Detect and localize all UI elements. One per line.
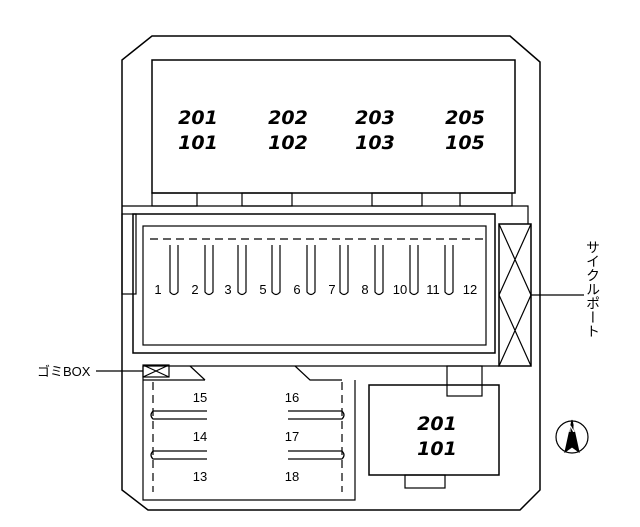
lower-parking-divider [150,410,207,420]
unit-upper-2: 202 [268,107,308,129]
parking-divider [444,245,454,296]
lower-parking-divider [288,410,345,420]
main-parking-outer [132,213,496,354]
unit-upper-1: 201 [178,107,218,129]
annex-unit-lower: 101 [417,438,457,460]
unit-lower-3: 103 [355,132,395,154]
site-boundary [121,35,541,511]
parking-space-number: 16 [285,390,299,405]
parking-divider [271,245,281,296]
parking-space-number: 12 [463,282,477,297]
parking-divider [306,245,316,296]
parking-divider [409,245,419,296]
parking-divider [374,245,384,296]
parking-space-number: 1 [154,282,161,297]
parking-divider [169,245,179,296]
bicycle-port-cross [498,223,532,367]
drive-aisle-top [122,205,529,224]
unit-lower-4: 105 [445,132,485,154]
annex-entrance [446,365,483,397]
building-annex-3 [371,192,423,207]
unit-lower-1: 101 [178,132,218,154]
north-label: N [569,424,576,434]
main-parking-numbers: 1 2 3 5 6 7 8 10 11 12 [154,282,477,297]
parking-space-number: 17 [285,429,299,444]
parking-space-number: 6 [293,282,300,297]
unit-upper-4: 205 [445,107,485,129]
left-wall [121,213,137,295]
main-building-units: 201 101 202 102 203 103 205 105 [178,107,485,154]
parking-space-number: 18 [285,469,299,484]
annex-unit-upper: 201 [417,413,457,435]
lower-parking-divider [288,450,345,460]
parking-divider [237,245,247,296]
parking-divider [339,245,349,296]
parking-space-number: 11 [426,282,440,297]
annex-step [404,474,446,489]
main-parking-inner [142,225,487,346]
parking-space-number: 3 [224,282,231,297]
north-arrow-icon: N [555,419,589,454]
lower-parking-boundary [142,366,356,501]
parking-space-number: 5 [259,282,266,297]
building-annex-4 [459,192,513,207]
parking-divider [204,245,214,296]
building-annex-1 [151,192,198,207]
parking-space-number: 7 [328,282,335,297]
parking-space-number: 10 [393,282,407,297]
parking-space-number: 14 [193,429,207,444]
lower-ramp [189,365,342,381]
garbage-box-label: ゴミBOX [37,364,91,379]
lower-parking-divider [150,450,207,460]
building-annex-2 [241,192,293,207]
bicycle-port [498,223,532,367]
lower-parking-dividers [150,410,345,460]
garbage-box-cross [142,364,170,378]
parking-space-number: 15 [193,390,207,405]
main-building [151,59,516,194]
parking-space-number: 13 [193,469,207,484]
bicycle-port-label: サイクルポート [585,240,601,338]
unit-lower-2: 102 [268,132,308,154]
unit-upper-3: 203 [355,107,395,129]
main-parking-dividers [169,245,454,296]
parking-space-number: 8 [361,282,368,297]
parking-space-number: 2 [191,282,198,297]
lower-parking-numbers: 15 14 13 16 17 18 [193,390,299,484]
